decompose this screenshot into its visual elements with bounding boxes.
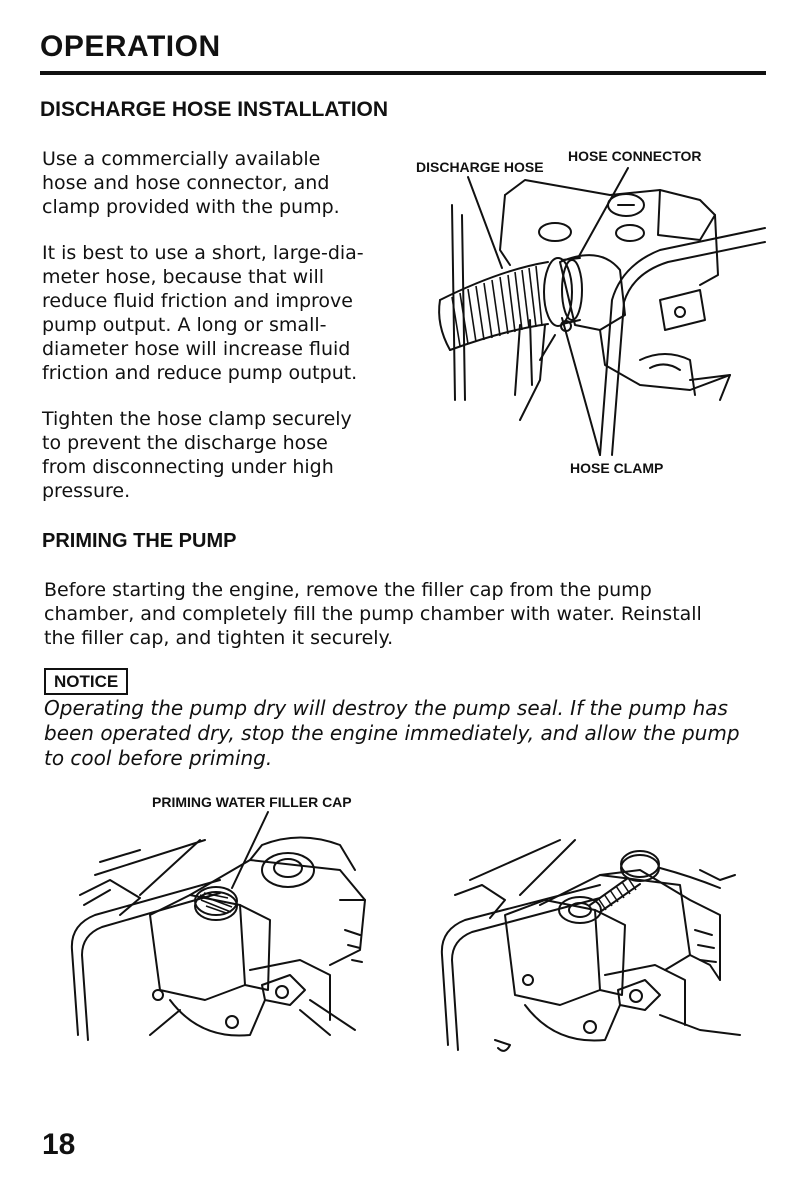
discharge-heading: DISCHARGE HOSE INSTALLATION	[40, 98, 389, 121]
text-line: reduce fluid friction and improve	[42, 290, 353, 312]
text-line: pressure.	[42, 480, 131, 502]
text-line: been operated dry, stop the engine immed…	[44, 721, 740, 745]
text-line: Use a commercially available	[42, 148, 321, 170]
paragraph-hose-choice: Use a commercially available hose and ho…	[42, 147, 392, 219]
text-line: to cool before priming.	[44, 746, 273, 770]
text-line: Before starting the engine, remove the f…	[44, 579, 652, 601]
text-line: It is best to use a short, large-dia-	[42, 242, 364, 264]
text-line: clamp provided with the pump.	[42, 196, 340, 218]
text-line: from disconnecting under high	[42, 456, 334, 478]
text-line: hose and hose connector, and	[42, 172, 330, 194]
page-number: 18	[42, 1128, 76, 1161]
priming-heading: PRIMING THE PUMP	[42, 530, 237, 552]
priming-text: Before starting the engine, remove the f…	[44, 578, 770, 650]
paragraph-hose-size: It is best to use a short, large-dia- me…	[42, 241, 392, 385]
hose-connector-label: HOSE CONNECTOR	[568, 148, 702, 164]
notice-badge: NOTICE	[44, 668, 129, 695]
filler-cap-removed-illustration	[440, 830, 780, 1070]
discharge-hose-illustration	[430, 165, 770, 455]
paragraph-hose-clamp: Tighten the hose clamp securely to preve…	[42, 407, 392, 503]
notice-text: Operating the pump dry will destroy the …	[44, 696, 770, 771]
hose-clamp-label: HOSE CLAMP	[570, 460, 664, 476]
filler-cap-label: PRIMING WATER FILLER CAP	[152, 794, 352, 810]
text-line: diameter hose will increase fluid	[42, 338, 351, 360]
discharge-hose-label: DISCHARGE HOSE	[416, 159, 544, 175]
header-rule	[40, 71, 766, 75]
text-line: Operating the pump dry will destroy the …	[44, 696, 728, 720]
text-line: meter hose, because that will	[42, 266, 325, 288]
filler-cap-installed-illustration	[60, 810, 390, 1060]
text-line: Tighten the hose clamp securely	[42, 408, 352, 430]
text-line: pump output. A long or small-	[42, 314, 327, 336]
section-title: OPERATION	[40, 30, 221, 63]
text-line: chamber, and completely fill the pump ch…	[44, 603, 702, 625]
discharge-text: Use a commercially available hose and ho…	[42, 147, 392, 503]
text-line: the filler cap, and tighten it securely.	[44, 627, 394, 649]
text-line: friction and reduce pump output.	[42, 362, 358, 384]
text-line: to prevent the discharge hose	[42, 432, 328, 454]
